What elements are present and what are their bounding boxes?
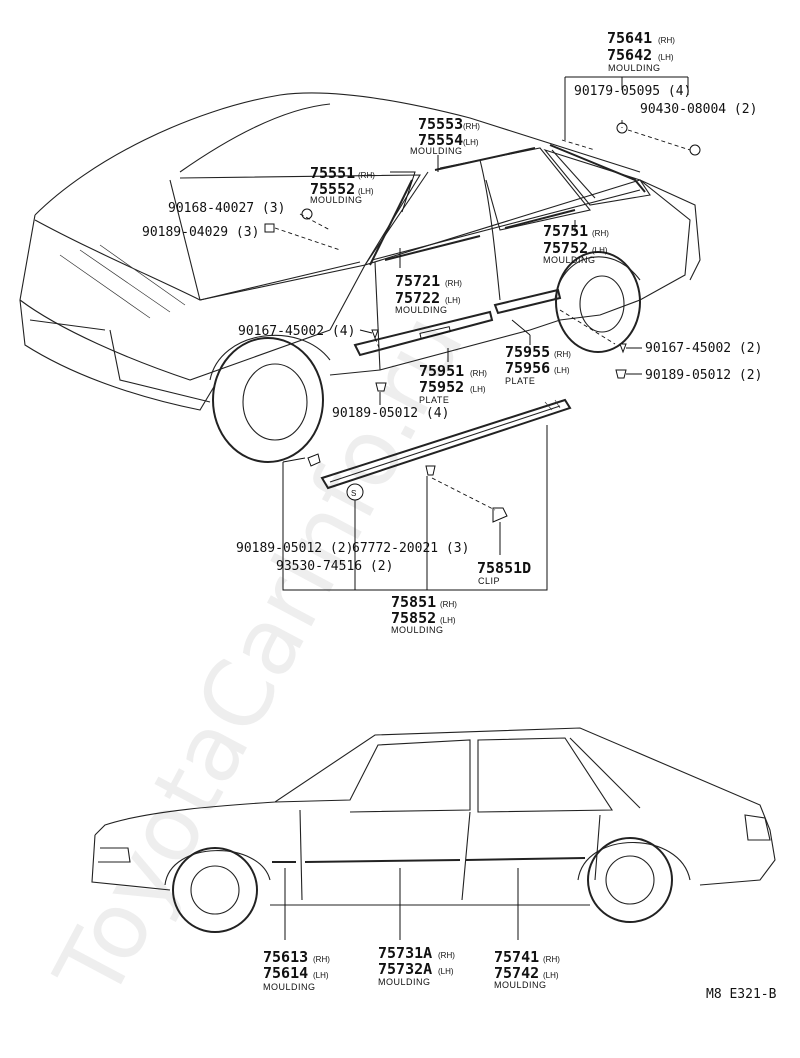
rear-belt-moulding xyxy=(504,209,576,229)
front-belt-moulding xyxy=(384,235,481,261)
svg-text:(RH): (RH) xyxy=(543,955,560,964)
label-90179: 90179-05095 (4) xyxy=(574,84,691,99)
svg-text:(RH): (RH) xyxy=(470,369,487,378)
label-75614: 75614 xyxy=(263,964,308,982)
label-93530: 93530-74516 (2) xyxy=(276,559,393,574)
svg-text:(RH): (RH) xyxy=(445,279,462,288)
svg-text:(LH): (LH) xyxy=(592,246,608,255)
s-mark: S xyxy=(351,489,356,498)
clip-90430-icon xyxy=(689,144,701,156)
svg-text:(RH): (RH) xyxy=(438,951,455,960)
label-75551: 75551 xyxy=(310,164,355,182)
clip-90189-a-icon xyxy=(375,382,387,392)
svg-text:(RH): (RH) xyxy=(440,600,457,609)
fastener-67772-icon xyxy=(425,465,436,476)
label-75742: 75742 xyxy=(494,964,539,982)
clip-75851d-icon xyxy=(492,507,508,523)
clip-90189-04029-icon xyxy=(264,223,275,233)
rear-door-moulding xyxy=(465,857,586,861)
label-90167-a: 90167-45002 (4) xyxy=(238,324,355,339)
top-car-illustration xyxy=(19,92,701,463)
svg-text:MOULDING: MOULDING xyxy=(543,255,596,265)
label-75952: 75952 xyxy=(419,378,464,396)
label-75751: 75751 xyxy=(543,222,588,240)
label-75642: 75642 xyxy=(607,46,652,64)
screw-90167-b-icon xyxy=(619,343,627,354)
label-75641: 75641 xyxy=(607,29,652,47)
top-car-mouldings xyxy=(353,144,646,357)
label-75553: 75553 xyxy=(418,115,463,133)
part-labels: 75641 (RH) 75642 (LH) MOULDING 90179-050… xyxy=(142,29,777,1002)
svg-text:(RH): (RH) xyxy=(592,229,609,238)
label-90167-b: 90167-45002 (2) xyxy=(645,341,762,356)
svg-text:(RH): (RH) xyxy=(313,955,330,964)
label-90430: 90430-08004 (2) xyxy=(640,102,757,117)
svg-text:(LH): (LH) xyxy=(543,971,559,980)
svg-text:PLATE: PLATE xyxy=(419,395,449,405)
label-75955: 75955 xyxy=(505,343,550,361)
svg-text:(RH): (RH) xyxy=(358,171,375,180)
roof-moulding xyxy=(549,144,646,193)
label-90189-a: 90189-05012 (4) xyxy=(332,406,449,421)
rear-scuff-plate xyxy=(493,288,562,315)
svg-text:(LH): (LH) xyxy=(554,366,570,375)
front-door-moulding xyxy=(304,859,461,863)
svg-text:(LH): (LH) xyxy=(463,138,479,147)
label-75956: 75956 xyxy=(505,359,550,377)
label-75741: 75741 xyxy=(494,948,539,966)
svg-text:MOULDING: MOULDING xyxy=(395,305,448,315)
label-75951: 75951 xyxy=(419,362,464,380)
svg-text:MOULDING: MOULDING xyxy=(410,146,463,156)
svg-text:(LH): (LH) xyxy=(658,53,674,62)
top-fasteners xyxy=(264,122,701,392)
svg-text:MOULDING: MOULDING xyxy=(263,982,316,992)
svg-text:MOULDING: MOULDING xyxy=(494,980,547,990)
label-90189-c: 90189-05012 (2) xyxy=(236,541,353,556)
svg-text:(LH): (LH) xyxy=(438,967,454,976)
svg-text:(RH): (RH) xyxy=(658,36,675,45)
svg-text:(RH): (RH) xyxy=(554,350,571,359)
svg-text:(LH): (LH) xyxy=(358,187,374,196)
svg-text:MOULDING: MOULDING xyxy=(310,195,363,205)
clip-90189-b-icon xyxy=(615,369,627,379)
svg-text:(LH): (LH) xyxy=(313,971,329,980)
label-75752: 75752 xyxy=(543,239,588,257)
svg-text:(LH): (LH) xyxy=(445,296,461,305)
svg-text:MOULDING: MOULDING xyxy=(391,625,444,635)
label-75852: 75852 xyxy=(391,609,436,627)
label-75731a: 75731A xyxy=(378,944,432,962)
clip-90189-c-icon xyxy=(307,453,321,467)
label-75552: 75552 xyxy=(310,180,355,198)
clip-90168-icon xyxy=(301,208,313,220)
label-75851d: 75851D xyxy=(477,559,531,577)
label-67772: 67772-20021 (3) xyxy=(352,541,469,556)
pillar-moulding xyxy=(369,179,413,266)
svg-text:MOULDING: MOULDING xyxy=(608,63,661,73)
label-75554: 75554 xyxy=(418,131,463,149)
svg-text:(LH): (LH) xyxy=(440,616,456,625)
label-90189-b: 90189-05012 (2) xyxy=(645,368,762,383)
svg-text:CLIP: CLIP xyxy=(478,576,500,586)
front-scuff-plate xyxy=(353,310,494,357)
svg-text:PLATE: PLATE xyxy=(505,376,535,386)
side-moulding-detail: S xyxy=(307,398,572,523)
bottom-car-illustration xyxy=(91,727,776,933)
screw-90167-a-icon xyxy=(371,329,379,340)
svg-text:(LH): (LH) xyxy=(470,385,486,394)
drip-moulding xyxy=(434,147,536,171)
label-75722: 75722 xyxy=(395,289,440,307)
label-75851: 75851 xyxy=(391,593,436,611)
label-75613: 75613 xyxy=(263,948,308,966)
label-75732a: 75732A xyxy=(378,960,432,978)
label-75721: 75721 xyxy=(395,272,440,290)
svg-text:(RH): (RH) xyxy=(463,122,480,131)
label-90168: 90168-40027 (3) xyxy=(168,201,285,216)
label-90189-04029: 90189-04029 (3) xyxy=(142,225,259,240)
leader-lines xyxy=(274,76,691,940)
diagram-code: M8 E321-B xyxy=(706,987,777,1002)
svg-text:MOULDING: MOULDING xyxy=(378,977,431,987)
